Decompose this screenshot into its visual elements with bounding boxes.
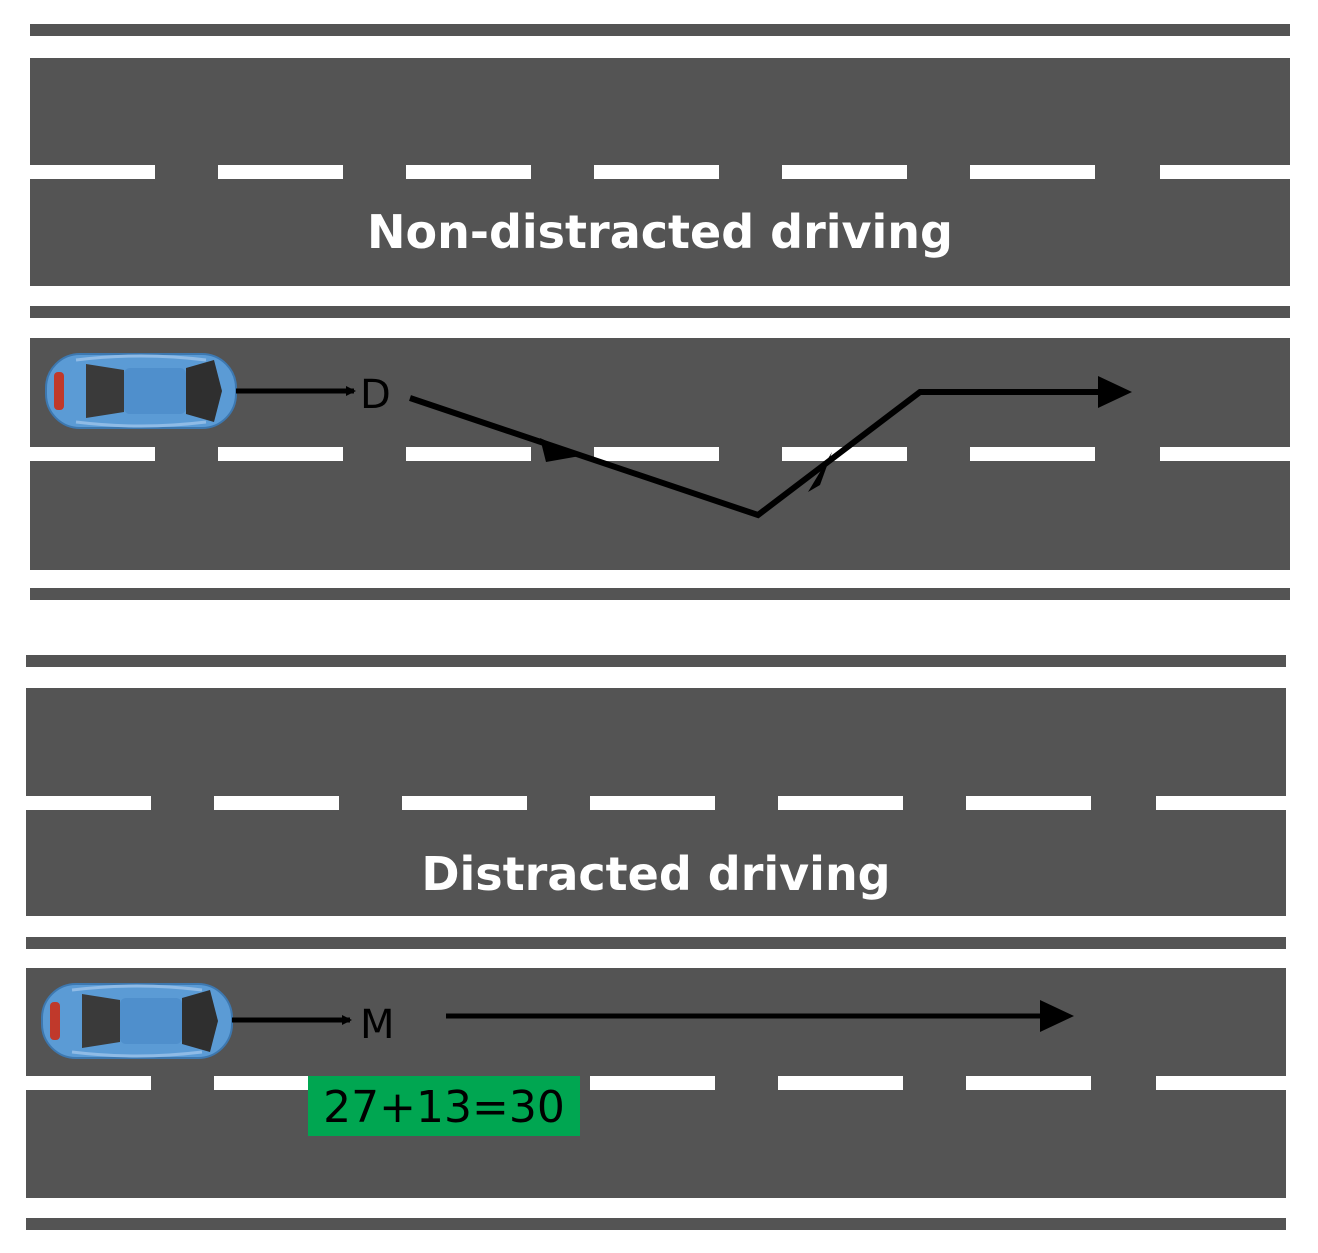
top-median-line [30, 306, 1290, 318]
bottom-panel-title: Distracted driving [421, 847, 890, 901]
bottom-edge-line [26, 655, 1286, 667]
top-path-arrowhead-2 [808, 452, 832, 492]
top-marker-d: D [360, 372, 391, 418]
top-lane-divider-lower [30, 447, 1290, 461]
top-lane-divider-upper [30, 165, 1290, 179]
bottom-road-panel: Distracted driving M 27+13=30 [26, 655, 1286, 1230]
bottom-bottom-edge-line [26, 1218, 1286, 1230]
top-car-icon [44, 352, 238, 430]
bottom-car-icon [40, 982, 234, 1060]
bottom-lane-divider-upper [26, 796, 1286, 810]
equation-background [308, 1076, 580, 1136]
top-edge-line [30, 24, 1290, 36]
bottom-median-line [26, 937, 1286, 949]
top-path-end-arrowhead [1098, 376, 1132, 408]
distraction-equation: 27+13=30 [323, 1082, 565, 1133]
bottom-path-end-arrowhead [1040, 1000, 1074, 1032]
top-panel-title: Non-distracted driving [367, 205, 953, 259]
top-swerve-path [409, 389, 1110, 519]
top-road-panel: Non-distracted driving D [30, 24, 1290, 600]
top-path-arrowhead-1 [540, 438, 580, 462]
bottom-marker-m: M [360, 1002, 395, 1048]
top-bottom-edge-line [30, 588, 1290, 600]
